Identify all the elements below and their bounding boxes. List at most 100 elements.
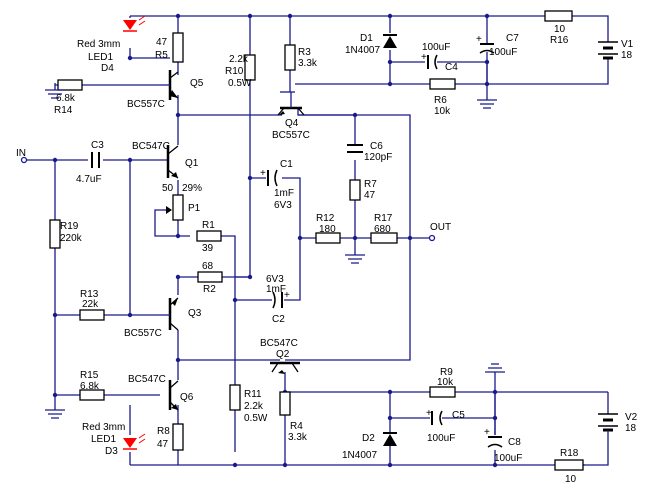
q3-ref: Q3 bbox=[188, 308, 202, 319]
p1-ref: P1 bbox=[188, 203, 201, 214]
c6-ref: C6 bbox=[370, 141, 383, 152]
r3-value: 3.3k bbox=[298, 58, 318, 69]
out-terminal bbox=[428, 234, 436, 242]
q2-ref: Q2 bbox=[276, 349, 290, 360]
d1-type: 1N4007 bbox=[345, 45, 380, 56]
diode-d1 bbox=[383, 34, 397, 48]
resistor-r3 bbox=[284, 44, 296, 71]
resistor-r4 bbox=[279, 391, 291, 416]
out-label: OUT bbox=[430, 222, 451, 233]
r12-value: 180 bbox=[319, 224, 336, 235]
transistor-q6 bbox=[168, 380, 179, 411]
d2-ref: D2 bbox=[362, 433, 375, 444]
led-d3 bbox=[123, 433, 146, 450]
r5-value: 47 bbox=[156, 37, 168, 48]
resistor-r2 bbox=[197, 271, 223, 283]
resistor-r5 bbox=[172, 32, 184, 63]
resistor-r19 bbox=[49, 219, 61, 249]
r19-value: 220k bbox=[60, 233, 83, 244]
c3-value: 4.7uF bbox=[76, 174, 102, 185]
c3-ref: C3 bbox=[91, 140, 104, 151]
v2-value: 18 bbox=[625, 423, 637, 434]
resistor-r12 bbox=[315, 232, 341, 244]
resistor-r8 bbox=[172, 423, 184, 451]
ground-symbol bbox=[345, 254, 365, 264]
q3-type: BC557C bbox=[124, 328, 162, 339]
q2-type: BC547C bbox=[260, 338, 298, 349]
led-d3-des: D3 bbox=[105, 446, 118, 457]
r3-ref: R3 bbox=[298, 47, 311, 58]
in-label: IN bbox=[16, 148, 26, 159]
led-d4-des: D4 bbox=[101, 63, 114, 74]
r10-value: 2.2k bbox=[229, 54, 249, 65]
v1-ref: V1 bbox=[621, 39, 634, 50]
r4-ref: R4 bbox=[290, 421, 303, 432]
c1-ref: C1 bbox=[280, 159, 293, 170]
r10-ref: R10 bbox=[225, 66, 244, 77]
r2-ref: R2 bbox=[203, 284, 216, 295]
r15-value: 6.8k bbox=[80, 381, 100, 392]
r2-value: 68 bbox=[202, 261, 214, 272]
d1-ref: D1 bbox=[360, 33, 373, 44]
q1-ref: Q1 bbox=[185, 158, 199, 169]
resistor-r11 bbox=[229, 384, 241, 411]
c5-value: 100uF bbox=[427, 433, 455, 444]
svg-text:+: + bbox=[284, 290, 290, 301]
r9-value: 10k bbox=[437, 377, 454, 388]
capacitor-c6 bbox=[347, 144, 363, 153]
resistor-r6 bbox=[429, 78, 456, 90]
c5-ref: C5 bbox=[452, 410, 465, 421]
r16-value: 10 bbox=[554, 24, 566, 35]
ground-symbol bbox=[485, 363, 505, 373]
ground-symbol bbox=[45, 395, 65, 419]
r18-value: 10 bbox=[565, 474, 577, 485]
c2-value: 1mF bbox=[266, 284, 286, 295]
battery-v1 bbox=[598, 41, 618, 60]
ground-symbol bbox=[45, 89, 65, 99]
led-d4-name: Red 3mm bbox=[77, 39, 120, 50]
q4-ref: Q4 bbox=[285, 118, 299, 129]
capacitor-c5: + bbox=[426, 408, 443, 426]
p1-setting: 29% bbox=[182, 183, 202, 194]
resistor-r15 bbox=[79, 389, 105, 401]
c2-ref: C2 bbox=[272, 314, 285, 325]
led-d3-ref: LED1 bbox=[91, 434, 116, 445]
c1-value: 1mF bbox=[274, 188, 294, 199]
q5-ref: Q5 bbox=[190, 78, 204, 89]
r11-ref: R11 bbox=[244, 389, 262, 400]
r1-value: 39 bbox=[202, 243, 214, 254]
c7-value: 100uF bbox=[489, 47, 517, 58]
svg-text:+: + bbox=[426, 408, 432, 419]
v2-ref: V2 bbox=[625, 412, 638, 423]
resistor-r1 bbox=[196, 230, 222, 242]
junction-dots bbox=[52, 13, 498, 468]
transistor-q4 bbox=[277, 92, 305, 116]
r19-ref: R19 bbox=[60, 221, 79, 232]
r12-ref: R12 bbox=[316, 213, 335, 224]
r13-value: 22k bbox=[82, 299, 99, 310]
led-d4-ref: LED1 bbox=[88, 52, 113, 63]
r17-value: 680 bbox=[374, 224, 391, 235]
svg-text:+: + bbox=[421, 52, 427, 63]
q5-type: BC557C bbox=[127, 99, 165, 110]
r11-value: 2.2k bbox=[244, 401, 264, 412]
r16-ref: R16 bbox=[550, 35, 569, 46]
resistor-r17 bbox=[370, 232, 398, 244]
resistor-r16 bbox=[544, 10, 573, 22]
battery-v2 bbox=[598, 413, 618, 440]
resistor-r13 bbox=[79, 309, 105, 321]
r1-ref: R1 bbox=[202, 220, 215, 231]
c1-voltage: 6V3 bbox=[274, 200, 292, 211]
svg-text:+: + bbox=[484, 427, 490, 438]
v1-value: 18 bbox=[621, 50, 633, 61]
c7-ref: C7 bbox=[506, 33, 519, 44]
q6-type: BC547C bbox=[128, 374, 166, 385]
r15-ref: R15 bbox=[80, 370, 99, 381]
labels: Red 3mm LED1 D4 47 R5 6.8k R14 Q5 BC557C… bbox=[16, 24, 638, 485]
capacitor-c8: + bbox=[484, 427, 503, 448]
potentiometer-p1 bbox=[162, 194, 184, 221]
r10-power: 0.5W bbox=[228, 78, 252, 89]
svg-text:+: + bbox=[260, 168, 266, 179]
capacitor-c7: + bbox=[476, 34, 495, 54]
